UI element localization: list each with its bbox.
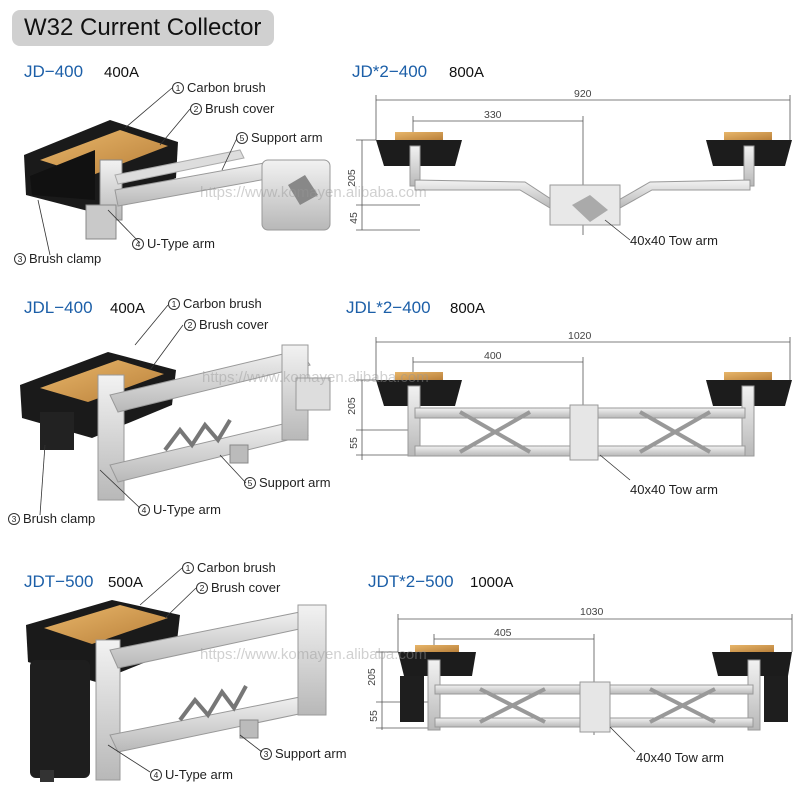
current-rating: 800A xyxy=(449,64,485,81)
current-rating: 1000A xyxy=(470,574,514,591)
callout-number: 1 xyxy=(182,562,194,574)
row2-leader-lines xyxy=(39,304,247,516)
row3-leader-lines xyxy=(107,567,263,773)
callout-number: 4 xyxy=(138,504,150,516)
dimension-height: 205 xyxy=(345,397,358,415)
dimension-half-width: 330 xyxy=(484,109,502,121)
callout-number: 2 xyxy=(184,319,196,331)
label-tow-arm: 40x40 Tow arm xyxy=(636,750,724,765)
jdt2x500-drawing xyxy=(376,614,793,753)
callout-number: 5 xyxy=(236,132,248,144)
dimension-half-width: 405 xyxy=(494,627,512,639)
callout-number: 5 xyxy=(244,477,256,489)
dimension-total-width: 1030 xyxy=(580,606,604,618)
callout-number: 2 xyxy=(190,103,202,115)
jdt500-collector-image xyxy=(26,600,327,782)
row1-leader-lines xyxy=(37,87,238,256)
dimension-height: 205 xyxy=(365,668,378,686)
jd400-collector-image xyxy=(24,120,331,240)
callout-number: 3 xyxy=(8,513,20,525)
model-name: JD*2−400 xyxy=(352,62,428,81)
model-name: JDT*2−500 xyxy=(368,572,454,591)
page-title: W32 Current Collector xyxy=(12,10,274,46)
watermark: https://www.komayen.alibaba.com xyxy=(202,369,429,386)
label-tow-arm: 40x40 Tow arm xyxy=(630,233,718,248)
current-rating: 500A xyxy=(108,574,144,591)
current-rating: 400A xyxy=(110,300,146,317)
model-name: JDT−500 xyxy=(24,572,94,591)
callout-number: 4 xyxy=(132,238,144,250)
watermark: https://www.komayen.alibaba.com xyxy=(200,646,427,663)
current-rating: 800A xyxy=(450,300,486,317)
dimension-offset: 45 xyxy=(347,212,360,224)
jdl400-collector-image xyxy=(20,344,331,501)
current-rating: 400A xyxy=(104,64,140,81)
model-name: JD−400 xyxy=(24,62,84,81)
dimension-height: 205 xyxy=(345,169,358,187)
dimension-half-width: 400 xyxy=(484,350,502,362)
callout-number: 2 xyxy=(196,582,208,594)
dimension-total-width: 920 xyxy=(574,88,592,100)
watermark: https://www.komayen.alibaba.com xyxy=(200,184,427,201)
callout-number: 1 xyxy=(168,298,180,310)
jdl2x400-drawing xyxy=(356,337,792,481)
model-name: JDL*2−400 xyxy=(346,298,431,317)
callout-number: 3 xyxy=(260,748,272,760)
dimension-offset: 55 xyxy=(347,437,360,449)
callout-number: 1 xyxy=(172,82,184,94)
label-tow-arm: 40x40 Tow arm xyxy=(630,482,718,497)
model-name: JDL−400 xyxy=(24,298,93,317)
callout-number: 3 xyxy=(14,253,26,265)
dimension-total-width: 1020 xyxy=(568,330,592,342)
callout-number: 4 xyxy=(150,769,162,781)
jd2x400-drawing xyxy=(356,95,792,241)
dimension-offset: 55 xyxy=(367,710,380,722)
